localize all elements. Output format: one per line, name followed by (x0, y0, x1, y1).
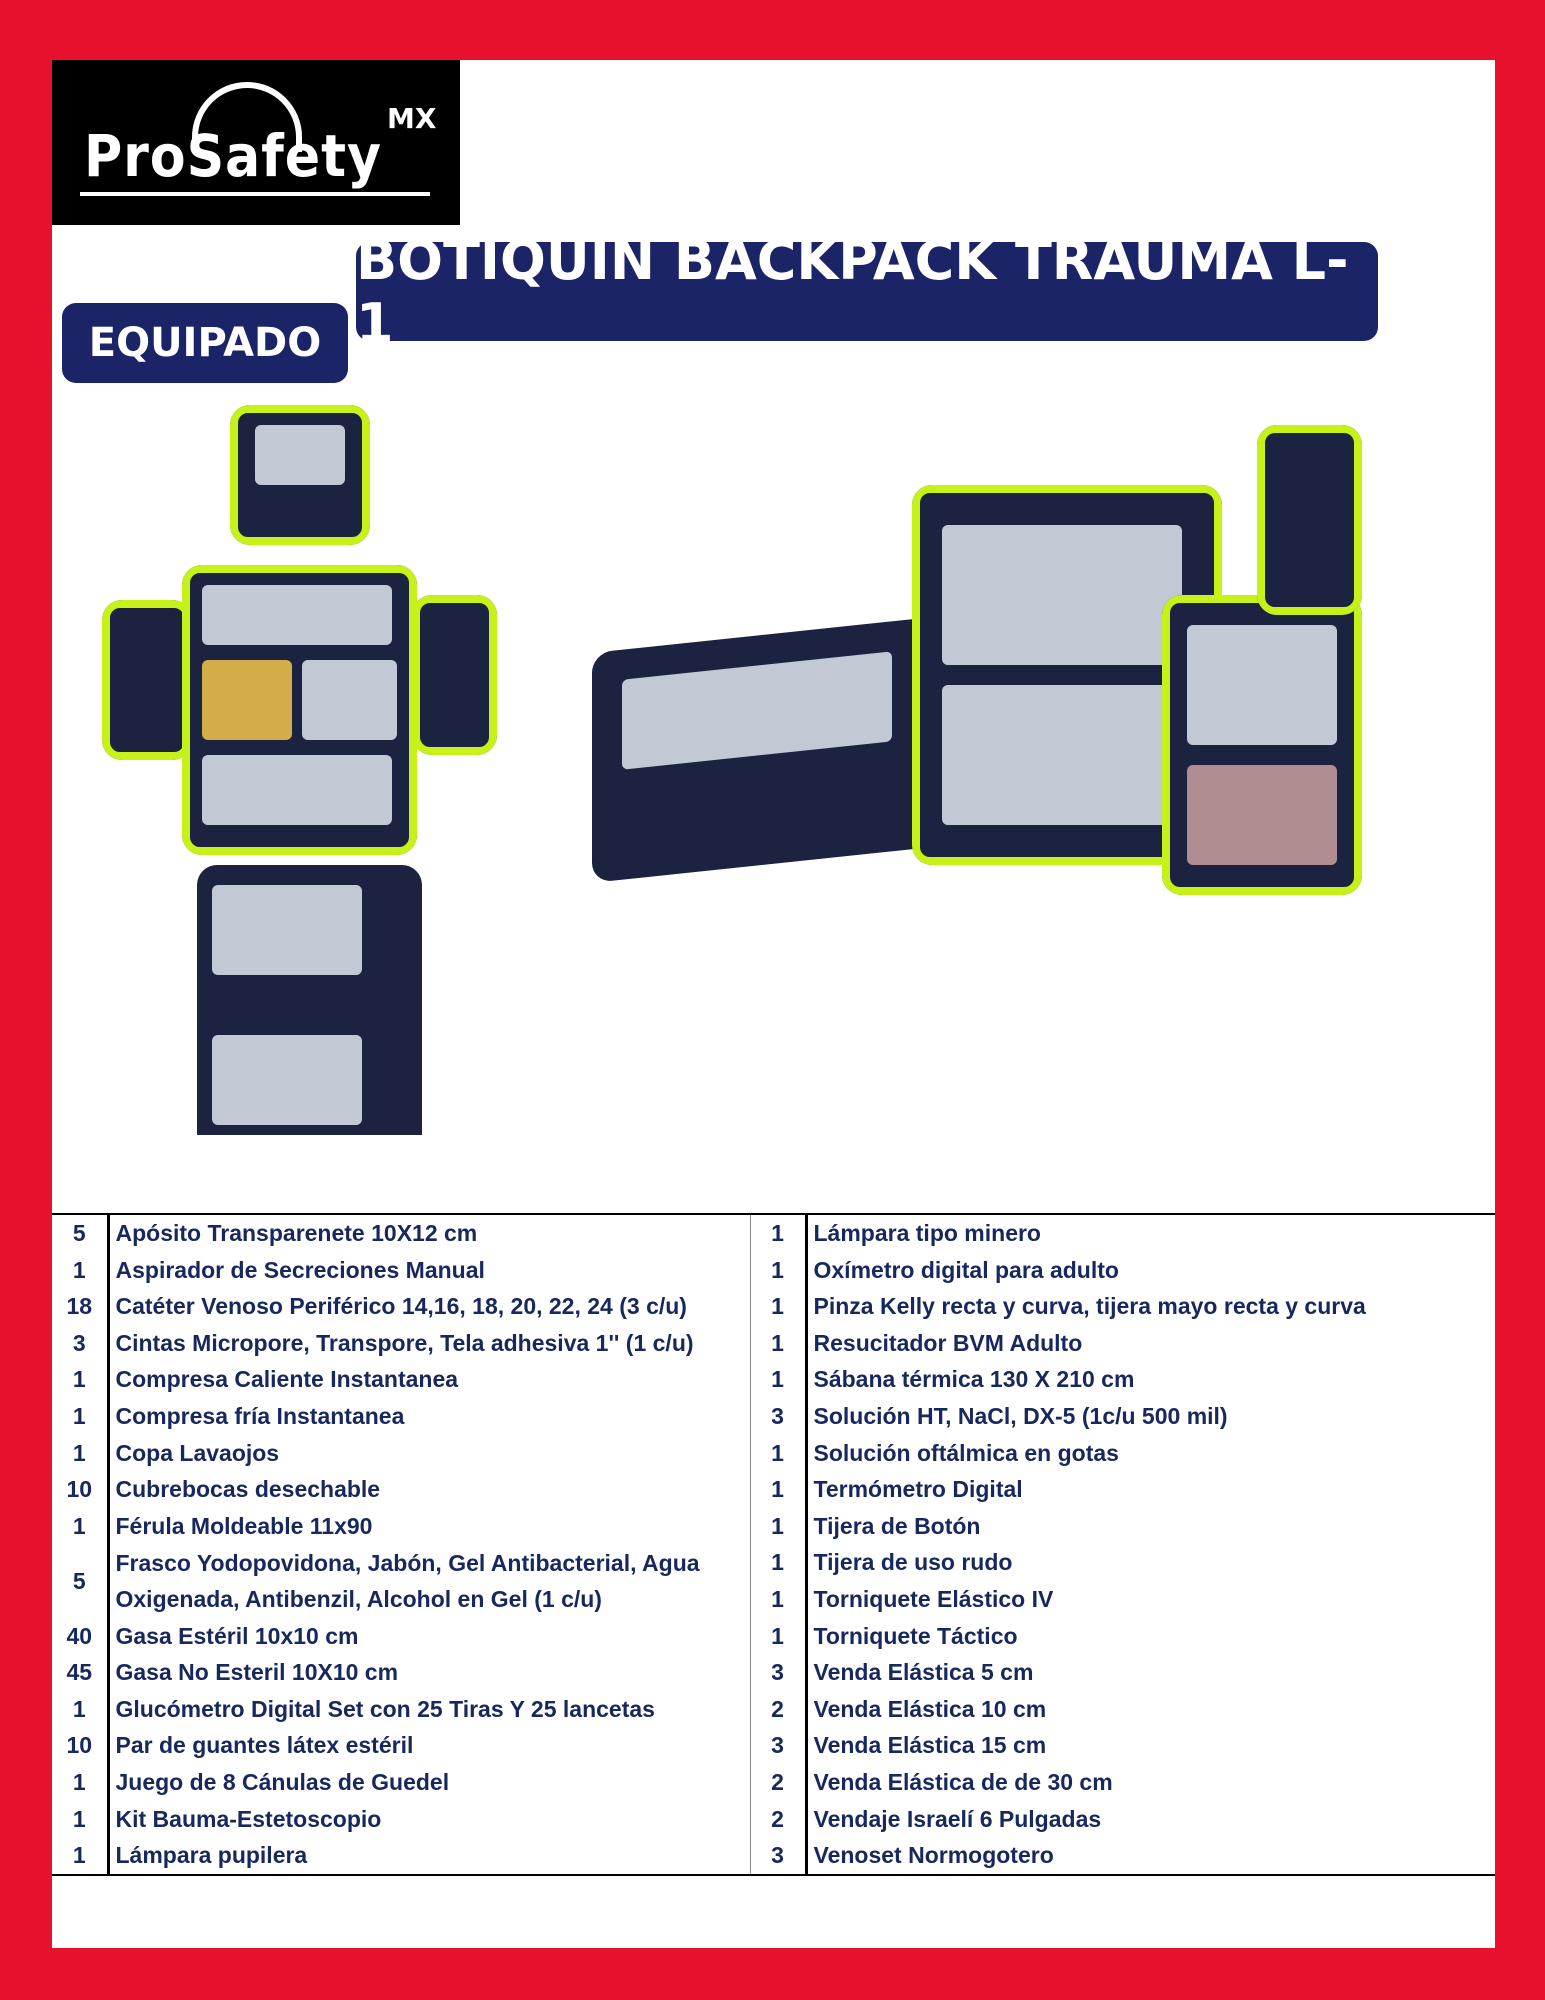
right-qty: 3 (750, 1727, 808, 1764)
left-description: Compresa Caliente Instantanea (108, 1361, 751, 1398)
left-qty: 40 (52, 1617, 110, 1655)
left-description: Compresa fría Instantanea (108, 1397, 751, 1435)
prosafety-logo: ProSafety MX (52, 60, 460, 225)
left-description: Glucómetro Digital Set con 25 Tiras Y 25… (108, 1690, 751, 1728)
left-qty: 10 (52, 1727, 110, 1764)
left-qty: 1 (52, 1800, 110, 1838)
right-description: Lámpara tipo minero (813, 1220, 1041, 1246)
left-description: Frasco Yodopovidona, Jabón, Gel Antibact… (108, 1544, 751, 1618)
left-qty: 18 (52, 1288, 110, 1325)
left-qty: 10 (52, 1471, 110, 1508)
left-description: Copa Lavaojos (108, 1434, 751, 1472)
right-qty: 3 (750, 1397, 808, 1435)
right-description: Torniquete Táctico (813, 1622, 1018, 1649)
right-description: Venoset Normogotero (813, 1842, 1054, 1869)
right-qty: 1 (750, 1214, 808, 1252)
right-description: Solución HT, NaCl, DX-5 (1c/u 500 mil) (813, 1402, 1228, 1429)
left-qty: 5 (52, 1214, 110, 1252)
right-description: Resucitador BVM Adulto (813, 1329, 1083, 1356)
right-qty: 1 (750, 1580, 808, 1618)
right-qty: 2 (750, 1763, 808, 1801)
right-qty: 1 (750, 1617, 808, 1655)
right-qty: 1 (750, 1288, 808, 1325)
left-description: Par de guantes látex estéril (108, 1727, 751, 1764)
left-description: Juego de 8 Cánulas de Guedel (108, 1763, 751, 1801)
left-qty: 45 (52, 1654, 110, 1691)
right-qty: 2 (750, 1800, 808, 1838)
left-qty: 1 (52, 1507, 110, 1545)
backpack-photo-open (592, 425, 1392, 965)
left-qty: 1 (52, 1361, 110, 1398)
left-description: Apósito Transparenete 10X12 cm (108, 1214, 751, 1252)
right-description: Vendaje Israelí 6 Pulgadas (813, 1805, 1102, 1832)
right-description: Venda Elástica 15 cm (813, 1732, 1047, 1759)
right-qty: 3 (750, 1837, 808, 1875)
right-description: Oxímetro digital para adulto (813, 1256, 1119, 1283)
left-qty: 1 (52, 1690, 110, 1728)
left-qty: 1 (52, 1763, 110, 1801)
left-description: Cubrebocas desechable (108, 1471, 751, 1508)
left-qty: 5 (52, 1544, 110, 1618)
right-description: Tijera de Botón (813, 1512, 981, 1539)
right-description: Solución oftálmica en gotas (813, 1439, 1119, 1466)
right-description: Torniquete Elástico IV (813, 1585, 1054, 1612)
left-description: Lámpara pupilera (108, 1837, 751, 1875)
left-description: Férula Moldeable 11x90 (108, 1507, 751, 1545)
left-description: Gasa Estéril 10x10 cm (108, 1617, 751, 1655)
right-description: Venda Elástica de de 30 cm (813, 1768, 1113, 1795)
left-description: Catéter Venoso Periférico 14,16, 18, 20,… (108, 1288, 751, 1325)
left-qty: 1 (52, 1837, 110, 1875)
page-title: BOTIQUÍN BACKPACK TRAUMA L-1 (356, 229, 1378, 355)
left-qty: 1 (52, 1434, 110, 1472)
left-qty: 1 (52, 1397, 110, 1435)
right-description: Tijera de uso rudo (813, 1549, 1013, 1576)
right-qty: 1 (750, 1471, 808, 1508)
left-qty: 3 (52, 1324, 110, 1362)
right-qty: 1 (750, 1507, 808, 1545)
right-qty: 3 (750, 1654, 808, 1691)
right-qty: 1 (750, 1324, 808, 1362)
equipped-badge: EQUIPADO (62, 303, 348, 383)
product-sheet: ProSafety MX BOTIQUÍN BACKPACK TRAUMA L-… (52, 60, 1495, 1948)
right-qty: 1 (750, 1434, 808, 1472)
right-description: Pinza Kelly recta y curva, tijera mayo r… (813, 1293, 1366, 1320)
right-description: Termómetro Digital (813, 1476, 1023, 1503)
left-description: Aspirador de Secreciones Manual (108, 1251, 751, 1289)
left-qty: 1 (52, 1251, 110, 1289)
right-qty: 1 (750, 1544, 808, 1581)
left-description: Cintas Micropore, Transpore, Tela adhesi… (108, 1324, 751, 1362)
right-description: Venda Elástica 5 cm (813, 1659, 1034, 1686)
right-description: Venda Elástica 10 cm (813, 1695, 1047, 1722)
right-qty: 1 (750, 1251, 808, 1289)
left-description: Kit Bauma-Estetoscopio (108, 1800, 751, 1838)
right-qty: 2 (750, 1690, 808, 1728)
left-description: Gasa No Esteril 10X10 cm (108, 1654, 751, 1691)
right-qty: 1 (750, 1361, 808, 1398)
right-description: Sábana térmica 130 X 210 cm (813, 1366, 1135, 1393)
backpack-photo-front (102, 405, 497, 1135)
